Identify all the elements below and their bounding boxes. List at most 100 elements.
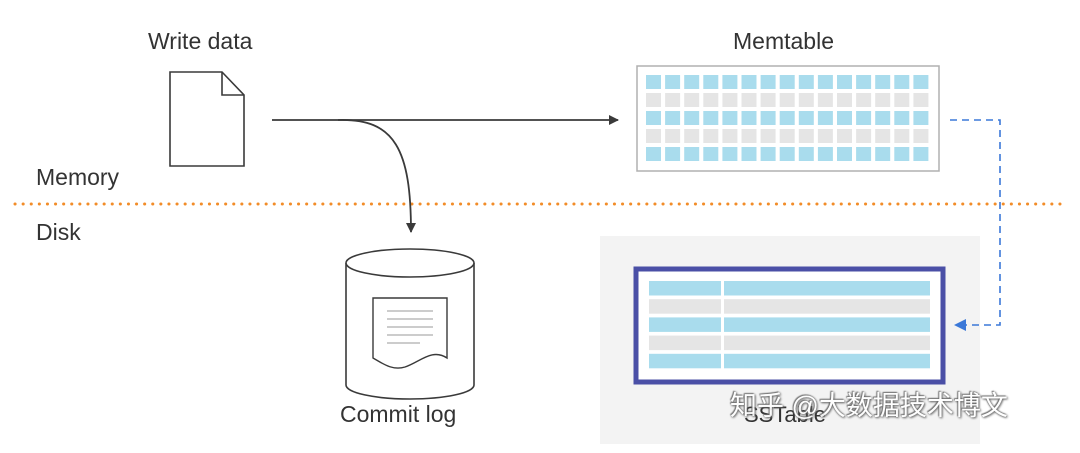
memtable-cell: [798, 147, 814, 161]
memtable-cell: [875, 111, 891, 125]
memtable-cell: [894, 147, 910, 161]
memtable-cell: [798, 93, 814, 107]
memtable-cell: [837, 129, 852, 143]
memtable-cell: [913, 129, 929, 143]
memtable-cell: [665, 75, 681, 89]
memtable-cell: [722, 93, 738, 107]
memtable-cell: [760, 93, 776, 107]
memtable-cell: [913, 111, 929, 125]
memtable-cell: [684, 111, 700, 125]
commit-log-label: Commit log: [340, 401, 457, 427]
memtable-cell: [684, 75, 700, 89]
memtable-cell: [875, 93, 891, 107]
memtable-cell: [875, 129, 891, 143]
sstable-cell: [724, 317, 930, 332]
sstable-cell: [724, 281, 930, 296]
memtable-cell: [798, 75, 814, 89]
sstable-rows: [649, 281, 930, 369]
memtable-cell: [817, 75, 833, 89]
sstable-cell: [649, 317, 721, 332]
memtable-cell: [856, 147, 872, 161]
memtable-cell: [894, 111, 910, 125]
memtable-cell: [837, 75, 852, 89]
memtable-cell: [837, 147, 852, 161]
commit-log-cylinder: [345, 248, 475, 400]
memtable-cell: [817, 93, 833, 107]
sstable-label: SSTable: [744, 402, 826, 427]
memtable-cell: [779, 75, 795, 89]
memtable-cell: [837, 111, 852, 125]
memtable-cell: [875, 147, 891, 161]
memtable-cell: [837, 93, 852, 107]
memtable-cell: [913, 147, 929, 161]
document-fold: [221, 72, 244, 96]
memtable-cell: [894, 93, 910, 107]
memtable-cell: [684, 93, 700, 107]
memtable-cell: [722, 129, 738, 143]
memtable-cell: [684, 129, 700, 143]
memtable-cell: [703, 111, 719, 125]
memtable-cell: [684, 147, 700, 161]
memtable-cell: [646, 147, 661, 161]
memtable-cell: [741, 129, 757, 143]
memtable-cell: [779, 111, 795, 125]
memtable-cell: [856, 129, 872, 143]
memtable-cell: [817, 111, 833, 125]
memtable-cell: [913, 93, 929, 107]
memtable-cell: [817, 147, 833, 161]
memtable-label: Memtable: [733, 28, 834, 54]
memtable-cell: [703, 129, 719, 143]
memtable-cell: [741, 147, 757, 161]
disk-label: Disk: [36, 219, 81, 245]
sstable-cell: [649, 299, 721, 314]
memtable-cell: [798, 111, 814, 125]
sstable-cell: [649, 353, 721, 369]
memtable-cell: [856, 75, 872, 89]
memtable-cell: [703, 93, 719, 107]
memtable-cell: [741, 75, 757, 89]
memtable-cell: [856, 111, 872, 125]
memtable-cell: [703, 147, 719, 161]
memory-label: Memory: [36, 164, 120, 190]
memtable-cell: [875, 75, 891, 89]
memtable-cell: [779, 93, 795, 107]
memtable-cell: [894, 75, 910, 89]
memtable-cell: [760, 111, 776, 125]
memtable-cell: [646, 93, 661, 107]
sstable-cell: [724, 353, 930, 369]
write-data-label: Write data: [148, 28, 253, 54]
memtable-cell: [760, 147, 776, 161]
memtable-cell: [760, 75, 776, 89]
memtable-cell: [646, 129, 661, 143]
watermark: 知乎 @大数据技术博文: [730, 391, 1008, 421]
flush-arrow: [950, 119, 1001, 331]
memtable-cell: [646, 111, 661, 125]
log-page-icon: [372, 297, 448, 369]
memtable-cell: [779, 147, 795, 161]
memtable-cell: [817, 129, 833, 143]
sstable-cell: [649, 281, 721, 296]
memtable-cell: [665, 111, 681, 125]
write-to-commit-log-arrow: [337, 119, 416, 233]
memtable-cell: [646, 75, 661, 89]
memtable-cell: [856, 93, 872, 107]
memtable-cell: [722, 75, 738, 89]
sstable-cell: [724, 299, 930, 314]
memtable-cell: [913, 75, 929, 89]
sstable-cell: [724, 335, 930, 351]
memtable-cell: [703, 75, 719, 89]
document-icon: [169, 71, 245, 167]
memtable-cell: [760, 129, 776, 143]
memtable-cell: [894, 129, 910, 143]
memtable-cell: [741, 93, 757, 107]
memtable-cell: [741, 111, 757, 125]
memtable-cell: [779, 129, 795, 143]
sstable-cell: [649, 335, 721, 351]
memtable-grid: [646, 75, 929, 161]
memtable-cell: [722, 147, 738, 161]
memtable-cell: [722, 111, 738, 125]
memtable-cell: [665, 129, 681, 143]
memtable-cell: [665, 93, 681, 107]
memtable-cell: [665, 147, 681, 161]
